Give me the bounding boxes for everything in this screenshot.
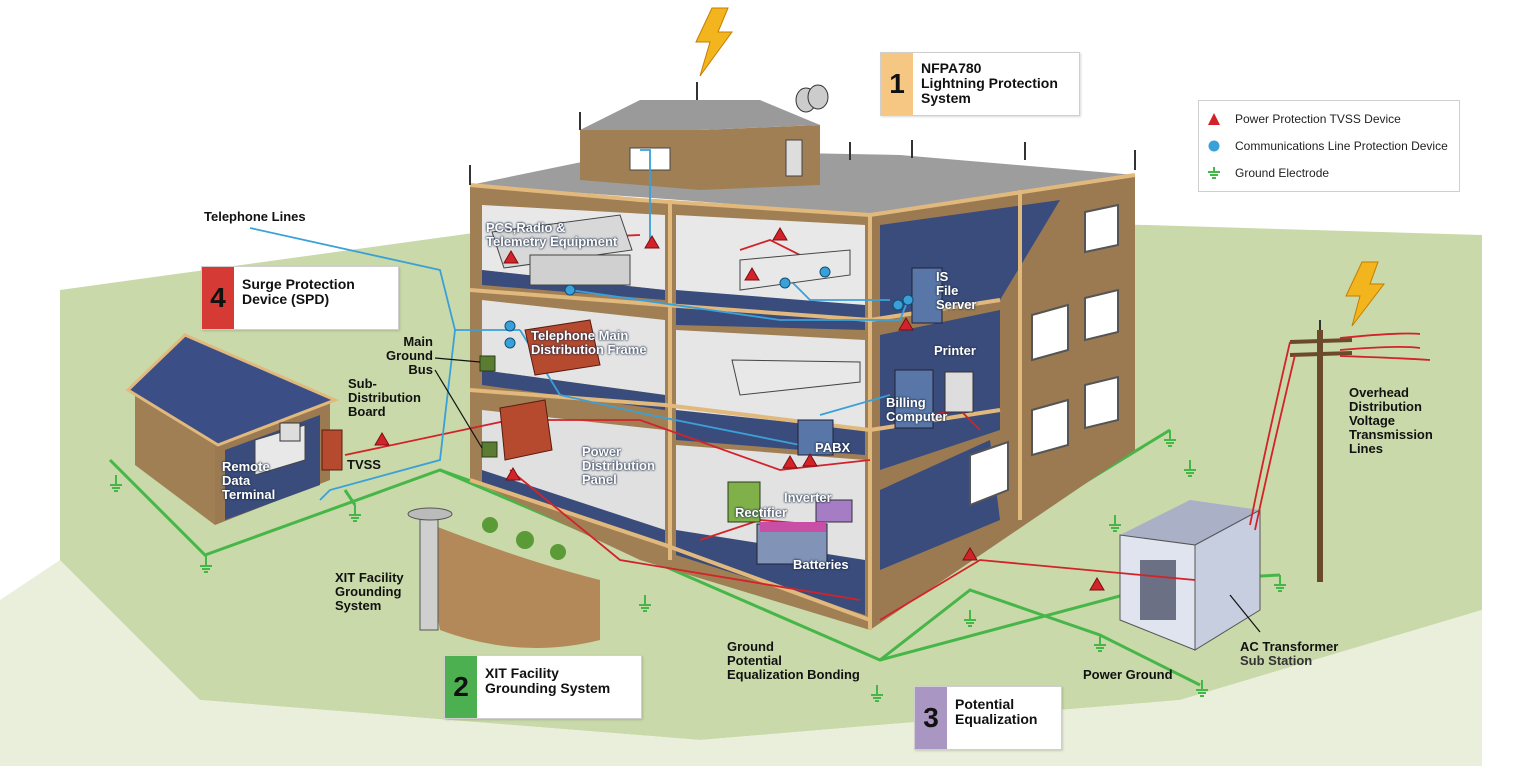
substation-roof — [1120, 500, 1260, 545]
ground-electrode-icon — [1208, 167, 1220, 179]
comm-protection-devices — [504, 266, 914, 349]
callout-potential-equalization: 3 Potential Equalization — [914, 686, 1062, 750]
substation-door — [1140, 560, 1176, 620]
red-triangle-icon — [1208, 113, 1220, 125]
legend-label: Ground Electrode — [1235, 166, 1330, 180]
label-sub-distribution: Sub- Distribution Board — [348, 376, 421, 419]
legend-label: Communications Line Protection Device — [1235, 139, 1448, 153]
label-pcs-radio: PCS,Radio & Telemetry Equipment — [486, 220, 618, 249]
label-billing-computer: Billing Computer — [886, 395, 948, 424]
callout-text: Potential Equalization — [955, 696, 1038, 727]
callout-text: XIT Facility Grounding System — [485, 665, 611, 696]
callout-text: NFPA780 Lightning Protection System — [921, 60, 1058, 106]
leader-lines — [434, 357, 1261, 633]
ground-electrodes — [110, 430, 1286, 702]
antenna-dishes — [795, 84, 829, 113]
label-is-file-server: IS File Server — [936, 269, 977, 312]
label-telephone-lines: Telephone Lines — [204, 209, 306, 224]
callout-number: 2 — [445, 656, 477, 718]
equipment — [254, 214, 974, 565]
legend-item: Power Protection TVSS Device — [1207, 110, 1401, 128]
legend: Power Protection TVSS Device Communicati… — [1198, 100, 1460, 192]
label-pabx: PABX — [815, 440, 851, 455]
tvss-devices — [374, 227, 1105, 591]
legend-item: Ground Electrode — [1207, 164, 1329, 182]
legend-label: Power Protection TVSS Device — [1235, 112, 1401, 126]
label-overhead: Overhead Distribution Voltage Transmissi… — [1349, 385, 1433, 456]
callout-xit-grounding: 2 XIT Facility Grounding System — [444, 655, 642, 719]
label-sub-station: Sub Station — [1240, 653, 1313, 668]
lightning-rods — [469, 82, 1321, 330]
soil-cutaway — [420, 520, 600, 648]
label-ground-potential: Ground Potential Equalization Bonding — [727, 639, 860, 682]
ground-rod — [419, 514, 439, 631]
windows — [969, 203, 1119, 507]
shed-side-wall — [135, 390, 215, 525]
label-power-distribution: Power Distribution Panel — [582, 444, 655, 487]
lightning-bolt-icon — [695, 7, 733, 77]
grass-fade — [0, 560, 1482, 766]
callout-lightning-protection: 1 NFPA780 Lightning Protection System — [880, 52, 1080, 116]
label-main-ground-bus: Main Ground Bus — [386, 334, 433, 377]
plants — [482, 517, 566, 560]
label-tvss: TVSS — [347, 457, 381, 472]
label-inverter: Inverter — [784, 490, 832, 505]
label-ac-transformer: AC Transformer — [1240, 639, 1339, 654]
penthouse — [580, 125, 820, 190]
label-rectifier: Rectifier — [735, 505, 788, 520]
legend-item: Communications Line Protection Device — [1207, 137, 1448, 155]
shed-roof — [125, 333, 339, 447]
label-xit-facility: XIT Facility Grounding System — [335, 570, 404, 613]
callout-number: 3 — [915, 687, 947, 749]
sub-distribution-board — [321, 429, 343, 471]
label-batteries: Batteries — [793, 557, 849, 572]
blue-dot-icon — [1208, 140, 1220, 152]
label-remote-data: Remote Data Terminal — [222, 459, 276, 502]
substation-side — [1194, 509, 1261, 651]
floor-edges — [469, 173, 1136, 630]
lightning-bolt-icon — [1345, 261, 1386, 327]
callout-surge-protection: 4 Surge Protection Device (SPD) — [201, 266, 399, 330]
callout-number: 1 — [881, 53, 913, 115]
label-power-ground: Power Ground — [1083, 667, 1173, 682]
callout-text: Surge Protection Device (SPD) — [242, 276, 355, 307]
label-printer: Printer — [934, 343, 976, 358]
label-telephone-main: Telephone Main Distribution Frame — [531, 328, 647, 357]
callout-number: 4 — [202, 267, 234, 329]
